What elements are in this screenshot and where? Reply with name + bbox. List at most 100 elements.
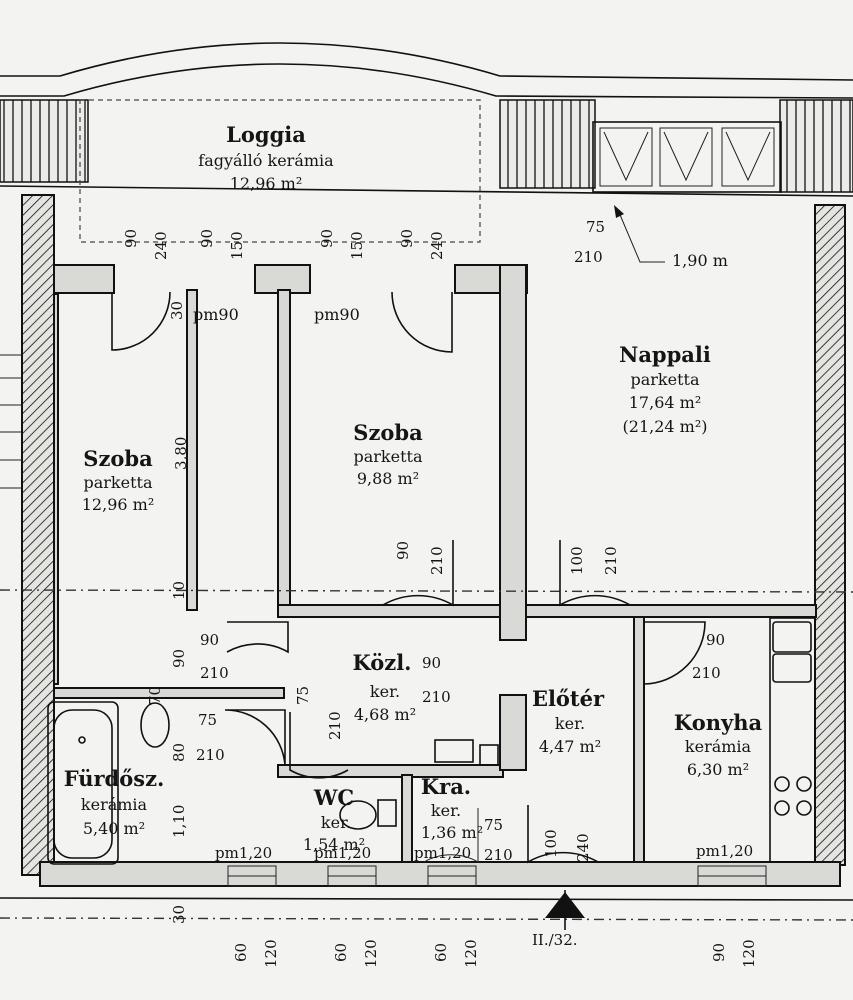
room-floor: parketta [354,447,423,466]
dimension-label: 120 [462,939,480,968]
room-name: Szoba [83,446,153,471]
dimension-label: 90 [398,229,416,248]
dimension-label: 240 [574,833,592,862]
loggia-railing [0,42,853,243]
parapet-bottom-label: pm1,20 [414,844,471,862]
room-floor: ker. [555,714,585,733]
height-arrow [617,209,665,263]
room-name: Előtér [532,686,605,711]
walls [21,194,846,887]
room-name: Kra. [421,774,471,799]
parapet-label: pm90 [314,305,360,324]
dimension-label: 90 [710,943,728,962]
dimension-label: 210 [602,546,620,575]
bathtub [47,701,119,865]
room-name: Szoba [353,420,423,445]
section-label: II./32. [532,931,578,949]
dimension-label: 30 [170,905,188,924]
dimension-label: 30 [168,301,186,320]
height-note: 1,90 m [672,251,728,270]
room-floor: ker. [431,801,461,820]
room-area: 5,40 m² [83,819,145,838]
dimension-label: 90 [422,654,441,672]
kitchen-counter [769,617,816,863]
dimension-labels-bottom: 60 120 60 120 60 120 90 120 [232,939,758,968]
dimension-label: 70 [146,686,164,705]
room-area-total: (21,24 m²) [623,417,708,436]
dimension-label: 100 [542,829,560,858]
dimension-label: 75 [586,218,605,236]
dimension-label: 210 [484,846,513,864]
room-floor: parketta [84,473,153,492]
room-szoba-middle: Szoba parketta 9,88 m² [353,420,423,488]
dimension-labels-top: 90 240 90 150 90 150 90 240 75 210 30 3,… [122,218,605,470]
room-area: 9,88 m² [357,469,419,488]
room-floor: kerámia [81,795,148,814]
parapet-bottom-label: pm1,20 [696,842,753,860]
dimension-label: 90 [198,229,216,248]
room-floor: kerámia [685,737,752,756]
dimension-label: 80 [170,743,188,762]
dimension-label: 90 [122,229,140,248]
dimension-label: 210 [200,664,229,682]
room-szoba-left: Szoba parketta 12,96 m² [82,446,154,514]
section-line [0,589,853,593]
dimension-label: 120 [262,939,280,968]
room-name: Nappali [619,342,711,367]
room-loggia: Loggia fagyálló kerámia 12,96 m² [198,122,334,193]
room-floor: ker. [370,682,400,701]
dimension-label: 60 [232,943,250,962]
dimension-label: 150 [228,231,246,260]
dimension-label: 120 [740,939,758,968]
room-area: 1,36 m² [421,823,483,842]
room-konyha: Konyha kerámia 6,30 m² [674,710,763,779]
room-floor: parketta [631,370,700,389]
room-floor: ker. [321,813,351,832]
room-name: WC [313,785,354,810]
parapet-bottom-label: pm1,20 [314,844,371,862]
stair-hint [0,354,22,489]
room-kozl: Közl. ker. 4,68 m² [352,650,416,724]
parapet-bottom-label: pm1,20 [215,844,272,862]
dimension-label: 90 [200,631,219,649]
dimension-label: 1,10 [170,805,188,838]
section-marker [545,890,585,930]
room-area: 17,64 m² [629,393,701,412]
door-swings [111,291,706,864]
sink-bathroom [140,702,170,748]
room-area: 1,54 m² [303,835,365,854]
room-area: 4,47 m² [539,737,601,756]
dimension-label: 10 [170,581,188,600]
dimension-label: 75 [484,816,503,834]
room-name: Fürdősz. [64,766,165,791]
room-eloter: Előtér ker. 4,47 m² [532,686,605,756]
dimension-label: 210 [326,711,344,740]
room-kamra: Kra. ker. 1,36 m² [421,774,483,842]
meter-box [434,739,499,766]
dimension-label: 3,80 [172,437,190,470]
room-name: Konyha [674,710,763,735]
room-area: 4,68 m² [354,705,416,724]
dimension-label: 210 [422,688,451,706]
parapet-label: pm90 [193,305,239,324]
room-name: Közl. [352,650,411,675]
room-area: 12,96 m² [230,174,302,193]
dimension-label: 90 [170,649,188,668]
dimension-label: 120 [362,939,380,968]
room-area: 12,96 m² [82,495,154,514]
dimension-label: 75 [198,711,217,729]
room-wc: WC ker. 1,54 m² [303,785,365,854]
room-floor: fagyálló kerámia [198,151,334,170]
toilet [339,799,397,830]
dimension-label: 75 [294,686,312,705]
dimension-label: 100 [568,546,586,575]
dimension-label: 60 [332,943,350,962]
dimension-label: 240 [152,231,170,260]
room-furdo: Fürdősz. kerámia 5,40 m² [64,766,165,838]
dimension-label: 210 [428,546,446,575]
dimension-label: 90 [318,229,336,248]
dimension-label: 210 [196,746,225,764]
dimension-label: 240 [428,231,446,260]
dimension-label: 150 [348,231,366,260]
